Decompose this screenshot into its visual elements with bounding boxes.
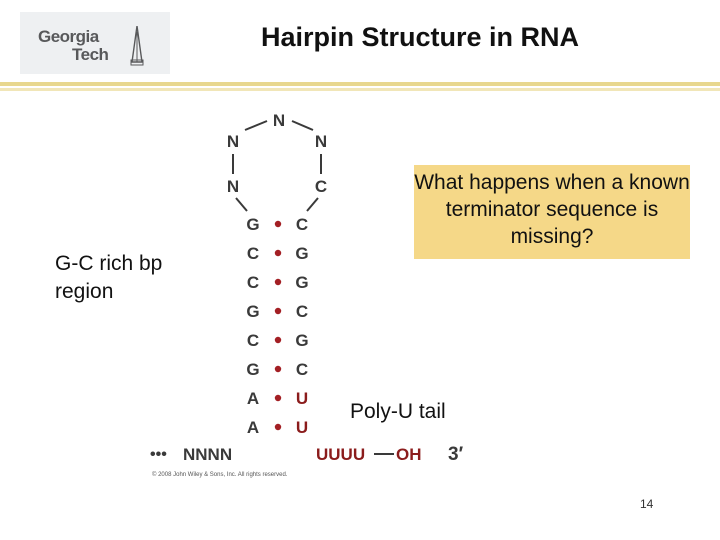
stem-base-left: C [247, 331, 259, 350]
tower-icon [130, 26, 144, 66]
base-pair-dot [274, 220, 282, 228]
stem-base-left: C [247, 273, 259, 292]
stem-base-left: A [247, 418, 259, 437]
logo-line-1: Georgia [38, 27, 99, 46]
stem-base-left: A [247, 389, 259, 408]
stem-base-right: U [296, 418, 308, 437]
base-pair-dot [274, 249, 282, 257]
stem-base-right: C [296, 360, 308, 379]
slide-title: Hairpin Structure in RNA [260, 22, 580, 52]
base-pair-dot [274, 365, 282, 373]
stem-base-right: C [296, 302, 308, 321]
loop-backbone [232, 120, 322, 212]
poly-u-label: Poly-U tail [350, 400, 446, 423]
question-callout: What happens when a known terminator seq… [414, 165, 690, 259]
title-rule [0, 82, 720, 86]
georgia-tech-logo: Georgia Tech [20, 12, 170, 74]
logo-wordmark: Georgia Tech [38, 27, 109, 64]
stem-base-left: G [246, 302, 259, 321]
stem-base-left: G [246, 215, 259, 234]
base-pair-dot [274, 423, 282, 431]
copyright-notice: © 2008 John Wiley & Sons, Inc. All right… [152, 471, 288, 478]
three-prime-label: 3′ [448, 444, 464, 465]
stem-base-left: G [246, 360, 259, 379]
stem-base-right: C [296, 215, 308, 234]
loop-base-lower-left: N [227, 177, 239, 196]
gc-rich-label: G-C rich bp region [55, 252, 163, 303]
loop-base-top: N [273, 111, 285, 130]
page-number: 14 [640, 497, 654, 511]
logo-line-2: Tech [72, 45, 109, 64]
stem-base-right: G [295, 244, 308, 263]
stem-base-right: G [295, 331, 308, 350]
loop-base-lower-right: C [315, 177, 327, 196]
oh-group: OH [396, 445, 422, 464]
stem-base-left: C [247, 244, 259, 263]
base-pair-dot [274, 307, 282, 315]
loop-base-upper-left: N [227, 132, 239, 151]
base-pair-dot [274, 278, 282, 286]
stem-base-right: G [295, 273, 308, 292]
title-rule-light [0, 88, 720, 91]
base-pair-dot [274, 394, 282, 402]
loop-base-upper-right: N [315, 132, 327, 151]
five-prime-tail: NNNN [183, 445, 232, 464]
stem-base-right: U [296, 389, 308, 408]
base-pair-dot [274, 336, 282, 344]
three-prime-tail: UUUU [316, 445, 365, 464]
five-prime-dots: ••• [150, 446, 167, 463]
